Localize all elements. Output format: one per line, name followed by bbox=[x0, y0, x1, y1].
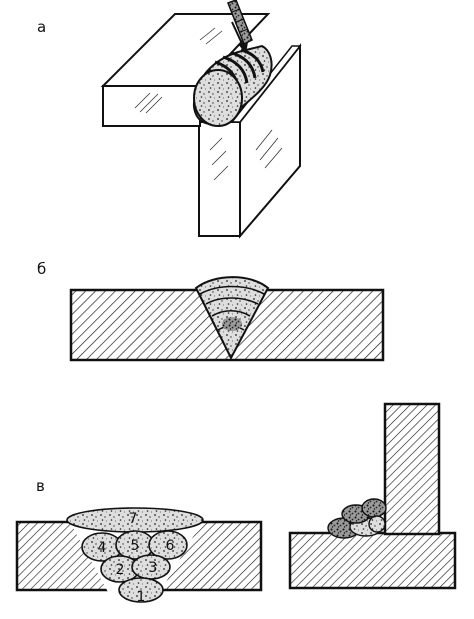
weld-bead-6 bbox=[148, 530, 188, 560]
bead-number-2: 2 bbox=[116, 562, 125, 578]
bead-number-4: 4 bbox=[98, 540, 107, 556]
panel-label-b: б bbox=[37, 260, 47, 278]
tee-base-plate bbox=[288, 531, 457, 590]
weld-bead-1 bbox=[118, 577, 164, 603]
tee-vertical-plate bbox=[383, 402, 441, 536]
electrode bbox=[227, 0, 253, 46]
bead-number-1: 1 bbox=[137, 589, 146, 605]
weld-root-dark bbox=[222, 317, 242, 331]
panel-label-v: в bbox=[36, 477, 45, 495]
shading-marks bbox=[134, 27, 283, 181]
fillet-bead-e bbox=[368, 515, 386, 533]
multi-pass-butt-weld: 7 4 5 6 2 3 1 bbox=[15, 507, 263, 605]
corner-joint-3d bbox=[100, 0, 302, 239]
bead-end-crater bbox=[193, 69, 243, 127]
weld-layers bbox=[199, 285, 265, 331]
horizontal-plate-front bbox=[102, 85, 201, 127]
bead-number-3: 3 bbox=[149, 560, 158, 576]
multi-pass-fillet-weld bbox=[288, 402, 457, 590]
bead-number-5: 5 bbox=[131, 538, 140, 554]
vertical-plate-front bbox=[198, 121, 241, 237]
bead-number-7: 7 bbox=[129, 511, 138, 527]
panel-label-a: а bbox=[37, 18, 47, 36]
v-groove-butt-weld bbox=[69, 276, 385, 362]
arc-arrow bbox=[231, 21, 248, 54]
bead-number-6: 6 bbox=[166, 538, 175, 554]
fillet-bead-d bbox=[361, 498, 387, 518]
